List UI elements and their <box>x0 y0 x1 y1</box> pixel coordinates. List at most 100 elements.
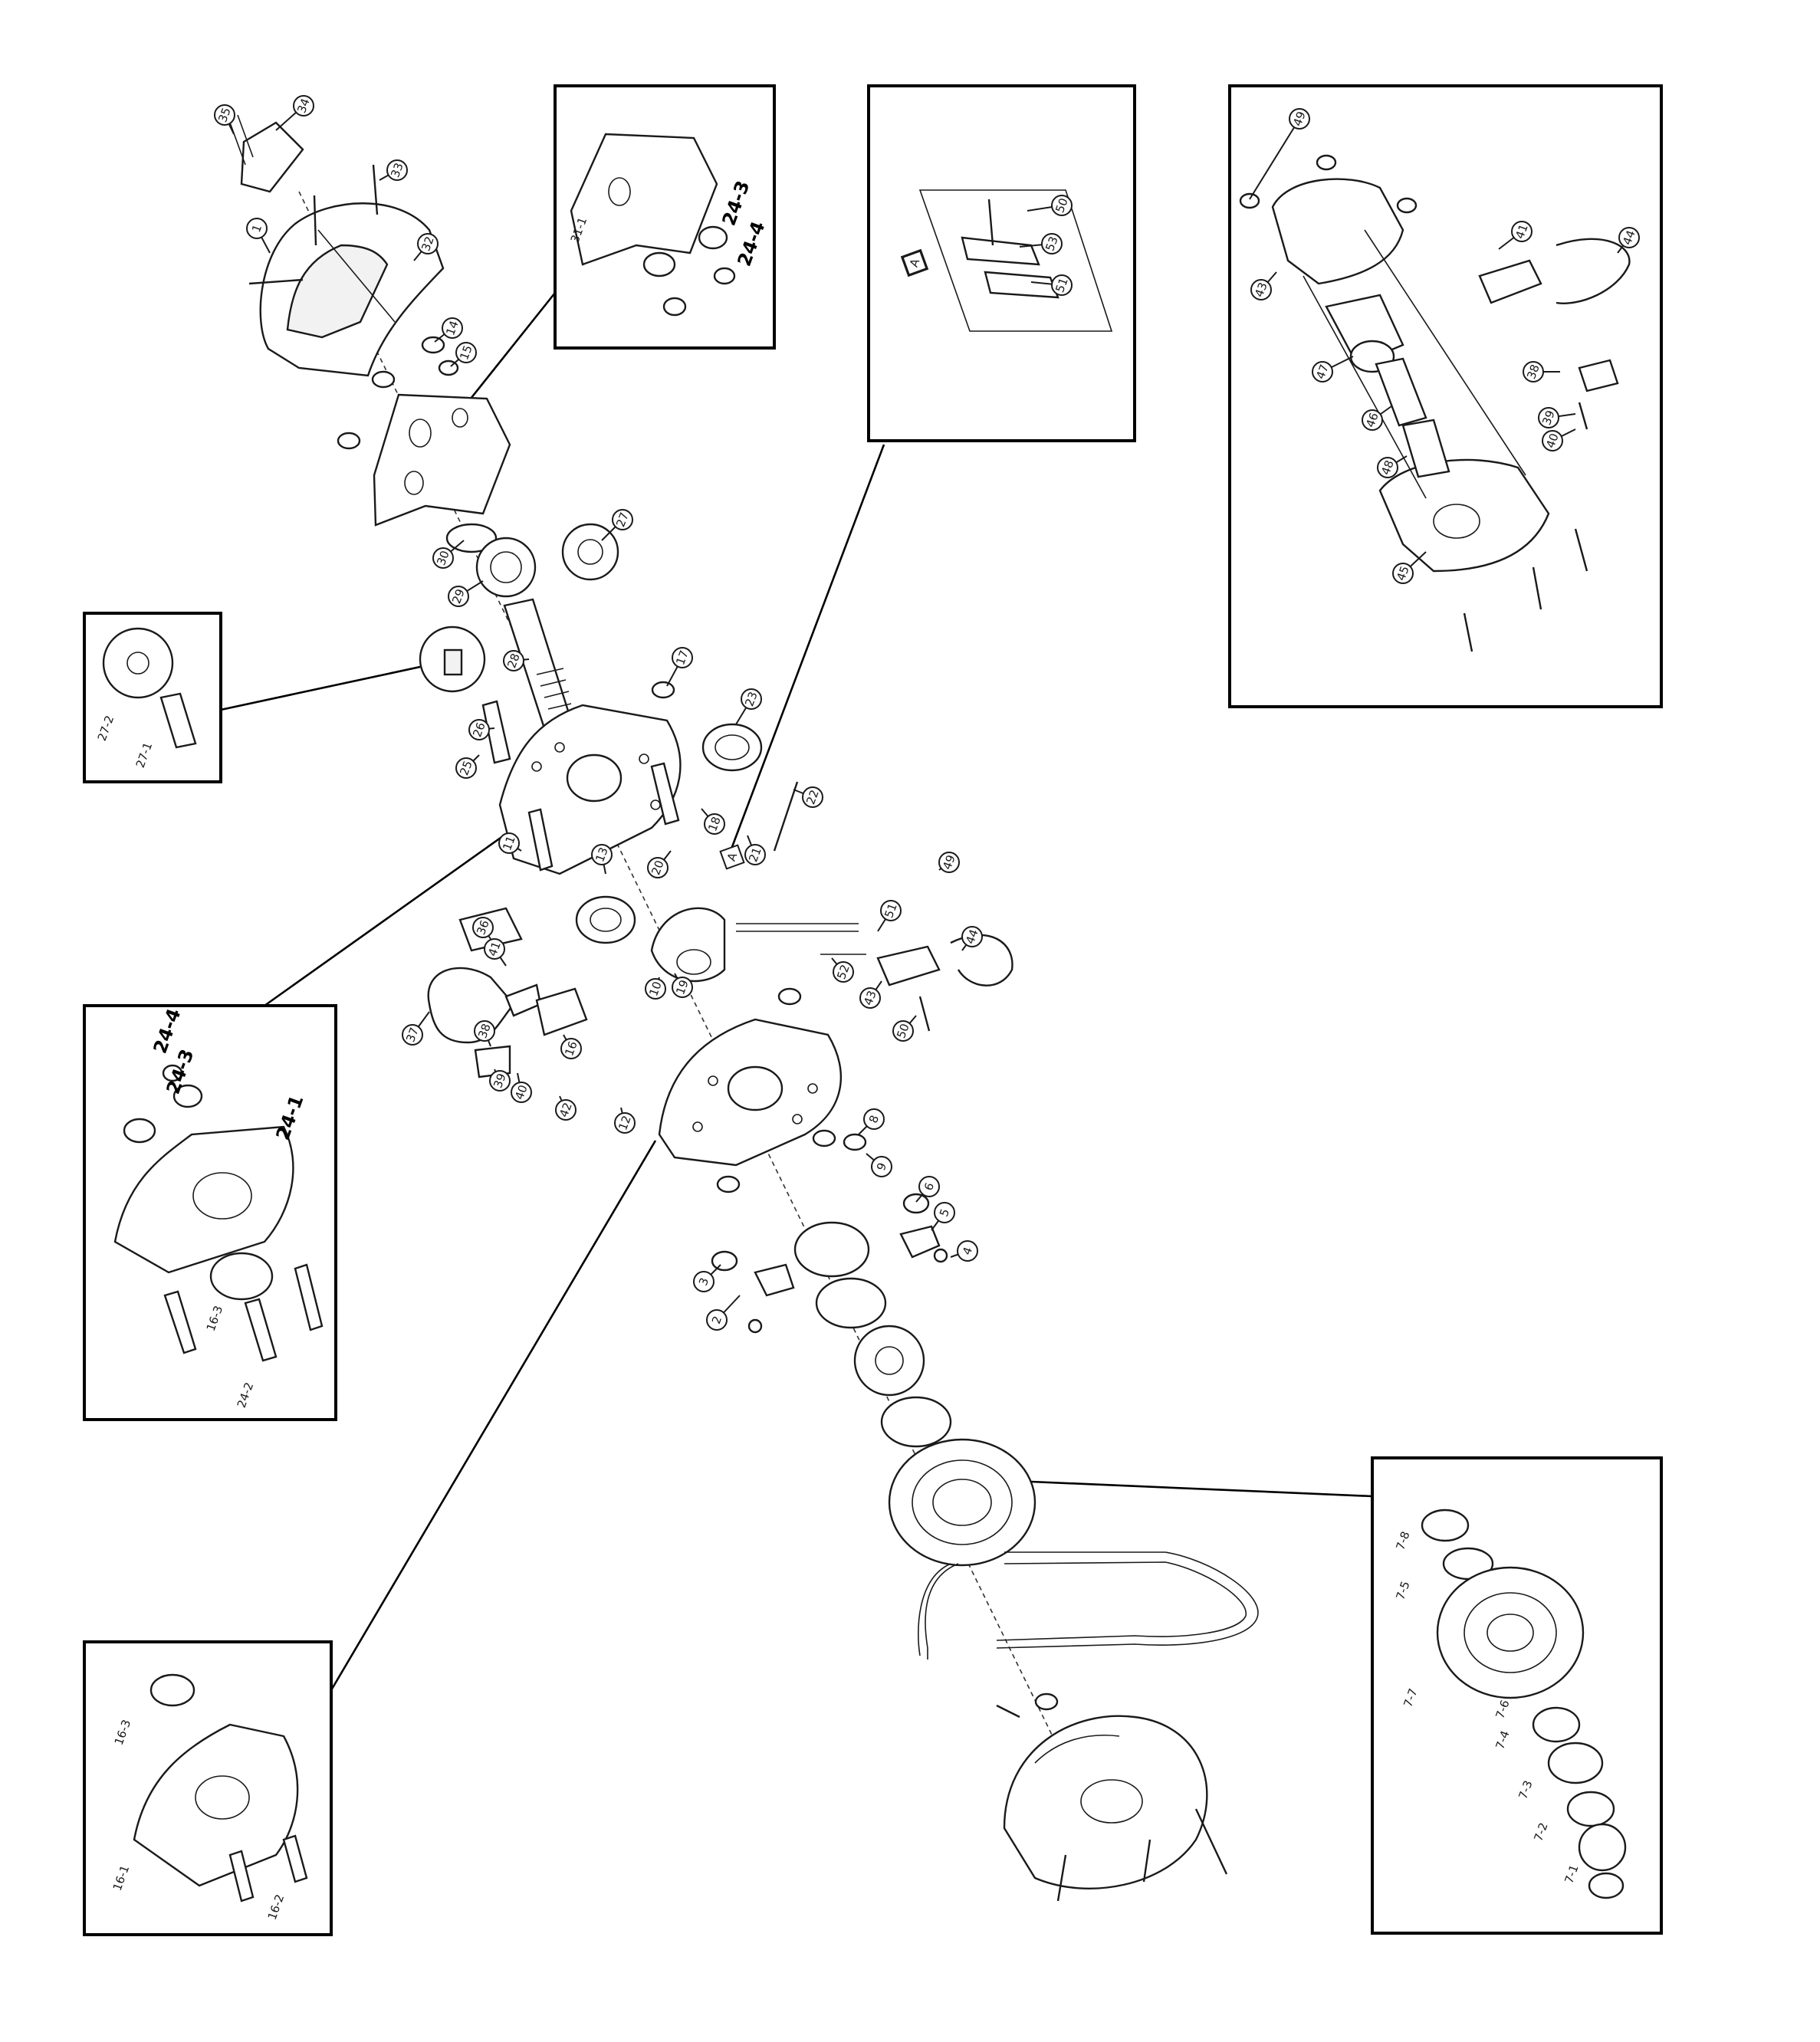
callout-inset_hook-40: 40 <box>1542 428 1576 451</box>
callout-label: 34 <box>294 97 312 115</box>
callout-label: 30 <box>434 549 452 567</box>
callout-label: 38 <box>475 1022 493 1040</box>
connector-chain <box>729 444 885 852</box>
callout-main-20: 20 <box>647 850 672 878</box>
callout-main-8: 8 <box>858 1108 885 1135</box>
callout-main-23: 23 <box>735 688 762 725</box>
part-bottom-bolts <box>1056 1808 1228 1902</box>
callout-main-13: 13 <box>591 844 613 875</box>
inset-frame-hook <box>1228 84 1663 708</box>
callout-inset_wheel-7-6: 7-6 <box>1493 1698 1512 1720</box>
part-chain-loop-6 <box>918 1551 1259 1660</box>
callout-inset_hook-41: 41 <box>1498 221 1533 250</box>
callout-inset_cover-16-3: 16-3 <box>112 1718 134 1747</box>
callout-main-A: A <box>719 844 745 870</box>
part-bracket <box>373 393 511 527</box>
callout-inset_plate-24-1: 24-1 <box>272 1092 308 1143</box>
callout-inset_hook-49: 49 <box>1249 108 1310 200</box>
callout-label: 10 <box>646 980 664 998</box>
inset-hook-drawing <box>1239 154 1631 652</box>
callout-label: 18 <box>705 815 723 833</box>
callout-main-10: 10 <box>645 977 666 1000</box>
part-nuts-top <box>337 336 459 450</box>
callout-label: 52 <box>834 963 852 981</box>
inset-frame-plate <box>83 1004 337 1421</box>
callout-label: 29 <box>449 587 467 606</box>
callout-label: 22 <box>803 788 821 806</box>
callout-label: 27-1 <box>133 740 156 770</box>
callout-label: 47 <box>1313 363 1331 381</box>
callout-inset_cover-16-1: 16-1 <box>110 1863 133 1893</box>
callout-inset_gear-27-2: 27-2 <box>95 714 117 743</box>
callout-main-41: 41 <box>484 938 507 967</box>
callout-main-32: 32 <box>413 233 439 261</box>
callout-label: 7-5 <box>1393 1579 1412 1601</box>
callout-inset_hook-43: 43 <box>1250 271 1277 300</box>
callout-main-28: 28 <box>503 650 530 671</box>
connector-plate <box>264 832 507 1007</box>
callout-label: 21 <box>746 845 764 864</box>
part-pins-upper <box>481 700 680 872</box>
callout-main-19: 19 <box>672 973 693 998</box>
callout-inset_wheel-7-5: 7-5 <box>1393 1579 1412 1601</box>
callout-label: 40 <box>512 1083 530 1101</box>
callout-main-39: 39 <box>489 1069 511 1092</box>
callout-main-27: 27 <box>601 509 633 541</box>
callout-label: 53 <box>1043 235 1060 253</box>
callout-main-37: 37 <box>402 1011 430 1046</box>
connector-gear <box>220 665 421 711</box>
callout-label: 49 <box>940 853 958 872</box>
callout-main-17: 17 <box>666 647 693 687</box>
part-hook-right <box>876 934 1013 1032</box>
callout-label: 16-3 <box>112 1718 134 1747</box>
part-4-5 <box>996 1692 1059 1719</box>
callout-inset_gear-27-1: 27-1 <box>133 740 156 770</box>
callout-main-33: 33 <box>379 159 408 181</box>
callout-main-34: 34 <box>275 95 314 131</box>
callout-inset_wheel-7-1: 7-1 <box>1562 1863 1581 1885</box>
callout-inset_hook-44: 44 <box>1617 227 1640 254</box>
callout-label: 49 <box>1290 110 1308 128</box>
callout-label: 51 <box>1053 276 1070 294</box>
callout-label: 39 <box>491 1072 508 1090</box>
callout-label: 28 <box>504 652 522 670</box>
callout-main-3: 3 <box>693 1264 721 1292</box>
inset-bracket-drawing <box>570 133 736 317</box>
connector-bracket <box>466 292 557 403</box>
callout-main-49: 49 <box>938 852 960 873</box>
part-lower-plate <box>658 1018 843 1167</box>
part-ratchet-9 <box>853 1325 925 1397</box>
callout-inset_wheel-7-8: 7-8 <box>1393 1529 1412 1551</box>
callout-main-40: 40 <box>511 1072 532 1103</box>
callout-inset_plate-24-2: 24-2 <box>235 1380 257 1410</box>
callout-main-6: 6 <box>915 1176 940 1203</box>
part-washer-8-lower <box>880 1396 952 1448</box>
part-springs-pawls <box>711 1193 948 1334</box>
callout-inset_hook-47: 47 <box>1312 356 1354 382</box>
callout-label: 7-4 <box>1493 1728 1512 1751</box>
part-top-plate <box>229 114 304 193</box>
part-36-lower <box>535 987 588 1036</box>
connector-wheel <box>1030 1480 1373 1498</box>
callout-inset_chain-53: 53 <box>1019 233 1063 254</box>
callout-main-36: 36 <box>472 917 494 940</box>
part-gear-29 <box>475 537 537 598</box>
callout-label: 25 <box>457 759 475 777</box>
part-pulley-23-top <box>701 723 763 772</box>
callout-label: 40 <box>1543 432 1561 450</box>
inset-frame-bracket <box>554 84 776 350</box>
callout-inset_cover-16-2: 16-2 <box>265 1893 287 1922</box>
callout-label: 11 <box>500 834 517 852</box>
callout-label: 26 <box>470 721 488 739</box>
callout-main-29: 29 <box>448 580 484 607</box>
callout-main-1: 1 <box>246 218 271 254</box>
callout-inset_hook-45: 45 <box>1392 551 1427 584</box>
inset-frame-wheel <box>1371 1456 1663 1935</box>
inset-frame-cover <box>83 1640 333 1936</box>
callout-main-44: 44 <box>961 926 983 951</box>
callout-label: 44 <box>963 927 981 946</box>
callout-label: 7-2 <box>1531 1820 1550 1843</box>
callout-main-14: 14 <box>434 317 463 343</box>
callout-main-16: 16 <box>560 1034 582 1059</box>
